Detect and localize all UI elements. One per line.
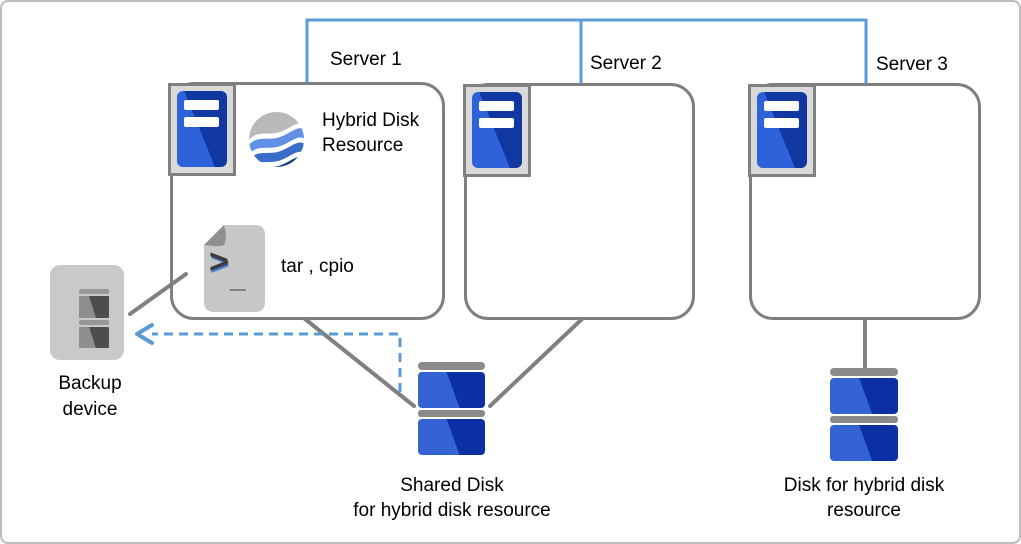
server2-shared-disk-line [488,317,584,408]
disk-platter-icon [830,425,898,461]
underscore-glyph-icon: _ [230,262,246,293]
shared-disk-label-line1: Shared Disk [400,475,504,496]
backup-slot-bar-icon [79,289,109,294]
server-slot-icon [479,118,514,128]
server-tower-icon [177,91,227,167]
hybrid-disk-resource-icon [249,112,304,167]
backup-dashed-arrow-line [152,332,402,392]
shared-disk-icon [418,362,485,455]
server3-icon [748,84,816,177]
server3-label: Server 3 [876,54,948,75]
backup-drive-icon [79,296,109,318]
server2-label: Server 2 [590,53,662,74]
shared-disk-label: Shared Disk for hybrid disk resource [332,473,572,523]
backup-device-icon [50,265,124,360]
server-slot-icon [184,100,219,110]
backup-tools-label: tar , cpio [281,256,354,277]
disk-platter-icon [418,419,485,455]
disk-platter-icon [830,378,898,414]
disk-cap-icon [830,416,898,423]
prompt-glyph-icon: > [209,243,229,281]
server1-icon [168,83,236,176]
backup-device-label: Backup device [58,373,122,420]
shared-disk-label-line2: for hybrid disk resource [353,500,551,521]
server1-shared-disk-line [303,317,416,408]
disk-cap-icon [830,368,898,376]
disk-platter-icon [418,372,485,408]
server-slot-icon [764,101,799,111]
backup-slot-bar-icon [79,320,109,325]
hybrid-disk-label-line1: Disk for hybrid disk [783,475,945,496]
hybrid-disk-icon [830,368,898,461]
server-slot-icon [764,118,799,128]
server2-icon [463,84,531,177]
backup-arrowhead [135,323,154,345]
hybrid-disk-label-line2: resource [827,500,901,521]
server1-label: Server 1 [330,49,402,70]
hybrid-disk-label: Disk for hybrid disk resource [744,473,984,523]
disk-cap-icon [418,362,485,370]
server-slot-icon [184,117,219,127]
server-tower-icon [472,92,522,168]
script-file-icon: > _ [204,225,265,312]
document-icon [204,225,265,312]
hybrid-disk-resource-label: Hybrid Disk Resource [322,110,420,156]
server-tower-icon [757,92,807,168]
backup-drive-icon [79,327,109,348]
disk-cap-icon [418,410,485,417]
server-slot-icon [479,101,514,111]
